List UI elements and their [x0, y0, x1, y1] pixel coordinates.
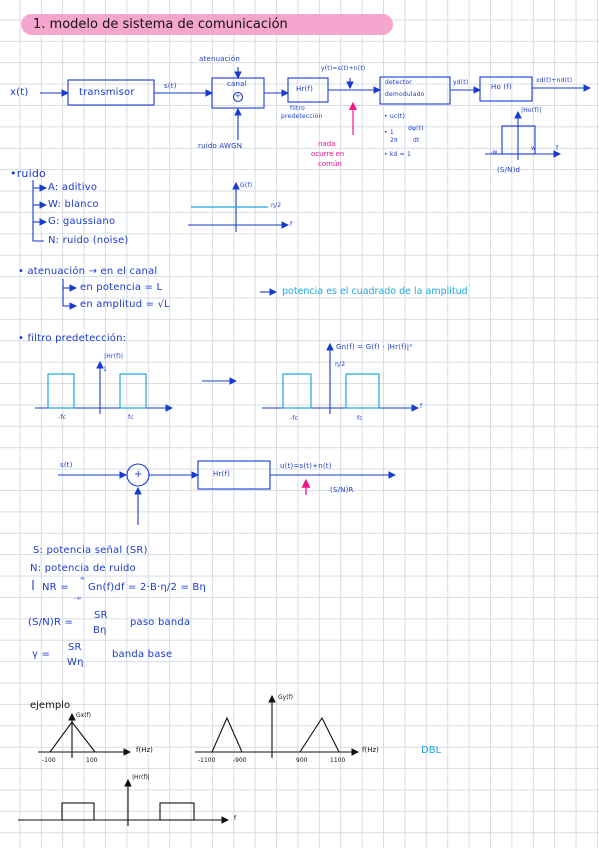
canal-sum: + — [235, 92, 242, 100]
atenuacion-note: potencia es el cuadrado de la amplitud — [282, 286, 468, 297]
bullet-2a: • 1 — [384, 129, 394, 136]
d2-sn: (S/N)R — [330, 486, 354, 494]
sn-d: (S/N)d — [497, 166, 521, 174]
filtro-heading: • filtro predetección: — [18, 333, 127, 344]
output-label: xd(t)+nd(t) — [536, 77, 573, 84]
ruido-heading: •ruido — [10, 167, 46, 180]
ej-g3-axis: f — [234, 815, 237, 822]
ej-g1-label: Gx(f) — [76, 712, 91, 719]
yd-label: yd(t) — [453, 79, 469, 86]
ej-g1-axis: f(Hz) — [136, 746, 153, 754]
d2-hr: Hr(f) — [213, 470, 231, 478]
nr-int-top: ∞ — [80, 575, 86, 582]
ho-box-label: Ho (f) — [491, 83, 512, 91]
ruido-awgn: ruido AWGN — [198, 142, 243, 150]
ej-g2-t3: 900 — [296, 757, 308, 764]
nr-right: Gn(f)df = 2·B·η/2 = Bη — [88, 582, 206, 593]
gamma-num: SR — [68, 642, 82, 653]
canal-sum-circle — [232, 91, 244, 103]
filtro-g2-left: -fc — [290, 415, 299, 422]
ho-axis-f: f — [556, 145, 559, 152]
snr-den: Bη — [93, 625, 107, 636]
filtro-label-1: filtro — [290, 105, 306, 112]
ruido-g: G: gaussiano — [48, 216, 116, 227]
page-title: 1. modelo de sistema de comunicación — [33, 17, 288, 32]
snr-num: SR — [94, 610, 108, 621]
filtro-label-2: predetección — [281, 113, 323, 120]
hr-box-2 — [197, 460, 271, 490]
eta-label: η/2 — [271, 202, 282, 209]
dbl-label: DBL — [421, 745, 442, 756]
gamma-left: γ = — [32, 649, 51, 660]
nr-int-bot: -∞ — [74, 595, 82, 602]
hr-output: y(t)=s(t)+n(t) — [321, 65, 366, 72]
ej-g3-label: |Hr(f)| — [132, 774, 150, 781]
ejemplo-heading: ejemplo — [30, 700, 71, 711]
detector-label-1: detector — [385, 79, 412, 86]
ho-axis-right: w — [531, 145, 537, 152]
ej-g2-axis: f(Hz) — [362, 746, 379, 754]
atenuacion-amplitud: en amplitud = √L — [80, 299, 170, 310]
bullet-2d: dt — [413, 137, 420, 144]
ruido-w: W: blanco — [48, 199, 99, 210]
pink-note-1: nada — [318, 140, 336, 148]
ej-g2-t1: -1100 — [198, 757, 216, 764]
ej-g1-left: -100 — [42, 757, 56, 764]
atenuacion-heading: • atenuación → en el canal — [18, 266, 158, 277]
snr-left: (S/N)R = — [28, 617, 74, 628]
filtro-g2-label: Gn(f) = G(f) · |Hr(f)|² — [336, 343, 413, 351]
gamma-note: banda base — [112, 649, 173, 660]
st-label: s(t) — [164, 82, 177, 90]
d2-st: s(t) — [60, 461, 73, 469]
ruido-a: A: aditivo — [48, 182, 98, 193]
gf-label: G(f) — [240, 182, 253, 189]
atenuacion-top: atenuación — [199, 55, 241, 63]
bullet-2c: dφ(t) — [408, 125, 424, 132]
hr-box-label: Hr(f) — [296, 85, 314, 93]
ej-g2-t2: -900 — [233, 757, 247, 764]
ho-box — [479, 76, 533, 102]
n-definition: N: potencia de ruido — [30, 563, 136, 574]
ej-g2-label: Gy(f) — [278, 694, 293, 701]
f-label-ruido: f — [290, 221, 293, 228]
bullet-1: • uc(t) — [384, 113, 405, 120]
filtro-g1-right: fc — [128, 414, 134, 421]
input-xt: x(t) — [10, 87, 29, 98]
bullet-3: • kd = 1 — [384, 151, 411, 158]
atenuacion-potencia: en potencia = L — [80, 282, 163, 293]
ho-axis-left: -w — [490, 149, 498, 156]
pink-note-2: ocurre en — [311, 150, 345, 158]
d2-out: u(t)=s(t)+n(t) — [280, 462, 332, 470]
ho-graph-label: |Ho(f)| — [521, 107, 542, 114]
filtro-g2-f: f — [420, 403, 423, 410]
filtro-g1-label: |Hr(f)| — [104, 353, 124, 360]
detector-label-2: demodulado — [385, 91, 425, 98]
filtro-g2-eta: η/2 — [335, 361, 346, 368]
ej-g1-right: 100 — [86, 757, 98, 764]
snr-note: paso banda — [130, 617, 191, 628]
d2-plus: + — [134, 469, 143, 480]
transmisor-label: transmisor — [79, 87, 135, 98]
pink-note-3: común — [318, 160, 342, 168]
ruido-n: N: ruido (noise) — [48, 235, 129, 246]
canal-label: canal — [227, 80, 247, 88]
bullet-2b: 2π — [390, 137, 398, 144]
s-definition: S: potencia señal (SR) — [33, 545, 148, 556]
filtro-g1-left: -fc — [58, 414, 67, 421]
gamma-den: Wη — [67, 657, 84, 668]
title-highlight — [21, 14, 393, 35]
ej-g2-t4: 1100 — [330, 757, 346, 764]
nr-left: NR = — [42, 582, 69, 593]
filtro-g2-right: fc — [357, 415, 363, 422]
filtro-g1-one: 1 — [103, 366, 108, 373]
